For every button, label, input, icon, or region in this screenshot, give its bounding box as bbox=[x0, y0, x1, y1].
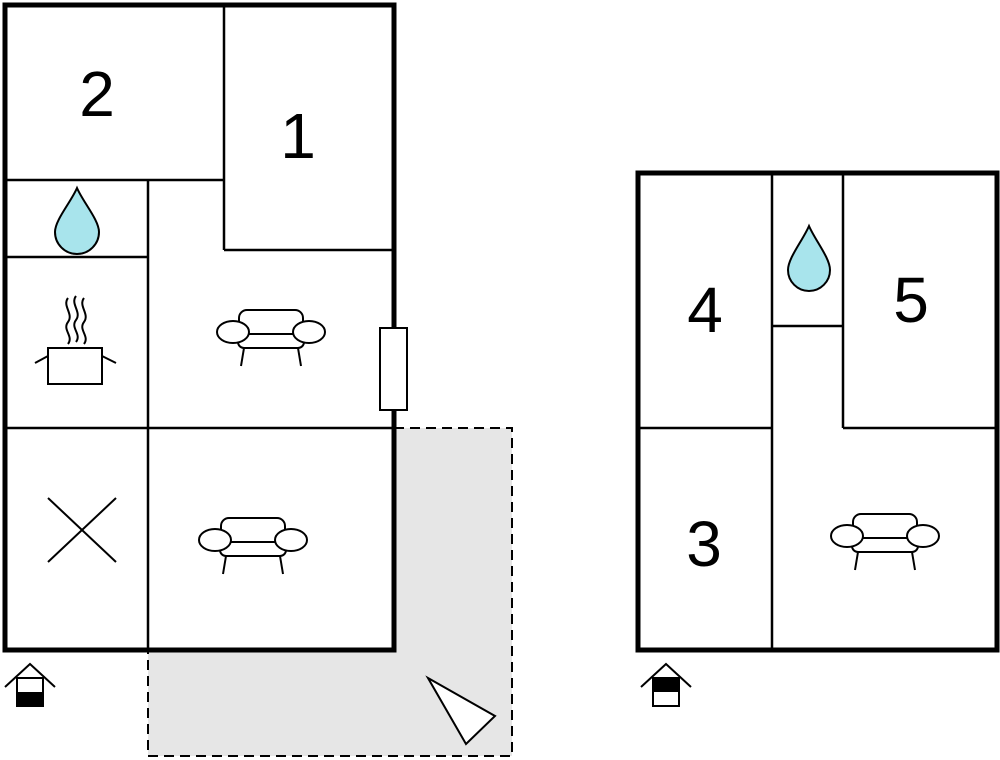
cooking-pot-icon bbox=[34, 295, 117, 385]
door bbox=[379, 327, 408, 411]
room-number-1: 1 bbox=[280, 100, 316, 172]
room-number-5: 5 bbox=[893, 264, 929, 336]
interior-walls bbox=[5, 5, 394, 650]
floor-level-icon bbox=[640, 662, 692, 707]
compass-arrow-icon bbox=[425, 675, 497, 746]
ground-floor: 2 1 bbox=[2, 2, 513, 757]
sofa-icon bbox=[216, 309, 326, 367]
water-drop-icon bbox=[786, 223, 832, 292]
water-drop-icon bbox=[53, 185, 101, 255]
floor-level-icon bbox=[4, 662, 56, 707]
upper-floor-outline bbox=[635, 170, 1000, 653]
sofa-icon bbox=[830, 513, 940, 571]
room-number-4: 4 bbox=[687, 274, 723, 346]
interior-walls bbox=[638, 173, 997, 650]
sofa-icon bbox=[198, 517, 308, 575]
room-number-2: 2 bbox=[79, 58, 115, 130]
room-number-3: 3 bbox=[686, 508, 722, 580]
cross-icon bbox=[47, 497, 117, 563]
ground-floor-outline bbox=[2, 2, 397, 653]
upper-floor: 4 5 3 bbox=[635, 170, 1000, 707]
